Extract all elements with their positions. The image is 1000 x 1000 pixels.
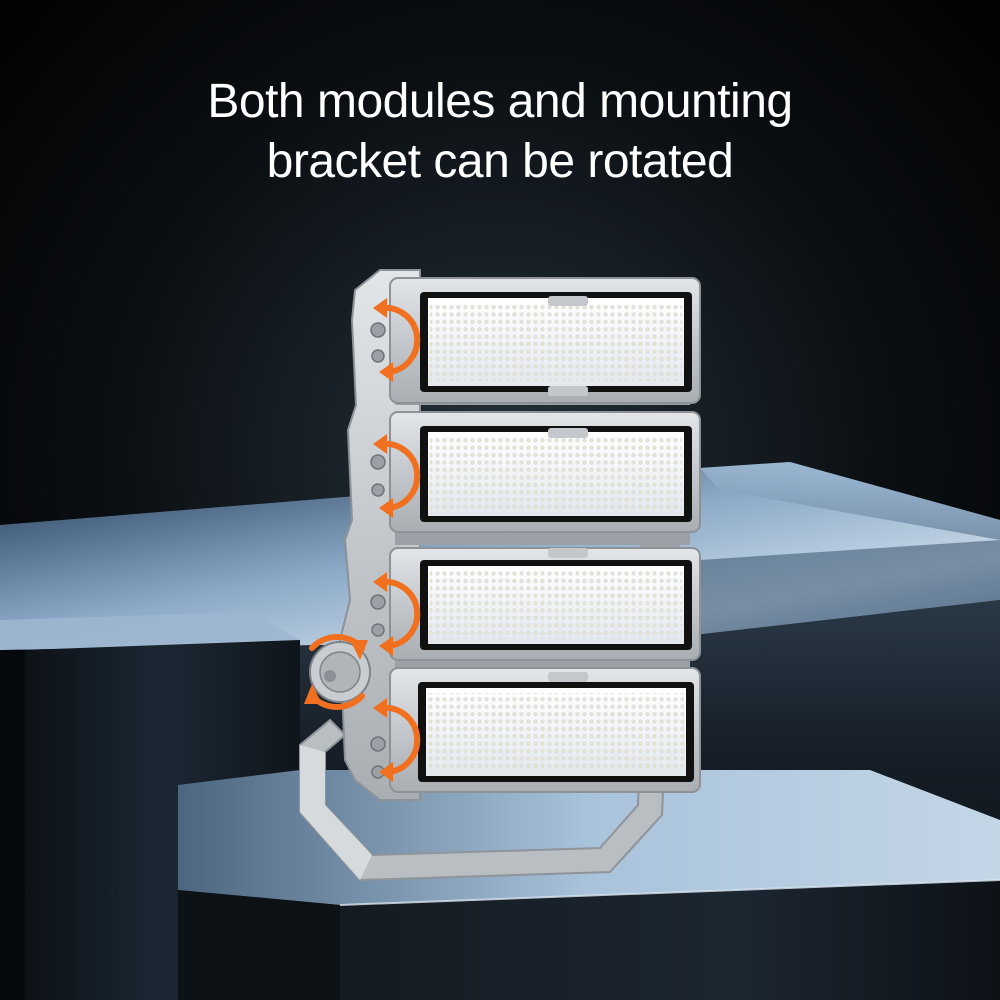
- headline-line-2: bracket can be rotated: [266, 135, 734, 188]
- headline: Both modules and mounting bracket can be…: [0, 72, 1000, 192]
- led-module-1: [389, 277, 701, 404]
- pivot-bolts: [370, 322, 386, 779]
- led-module-2: [389, 411, 701, 533]
- bracket-hub: [309, 641, 371, 703]
- led-module-4: [389, 667, 701, 793]
- led-module-3: [389, 547, 701, 661]
- bracket-rotate-arrows-icon: [304, 634, 368, 710]
- headline-line-1: Both modules and mounting: [207, 75, 793, 128]
